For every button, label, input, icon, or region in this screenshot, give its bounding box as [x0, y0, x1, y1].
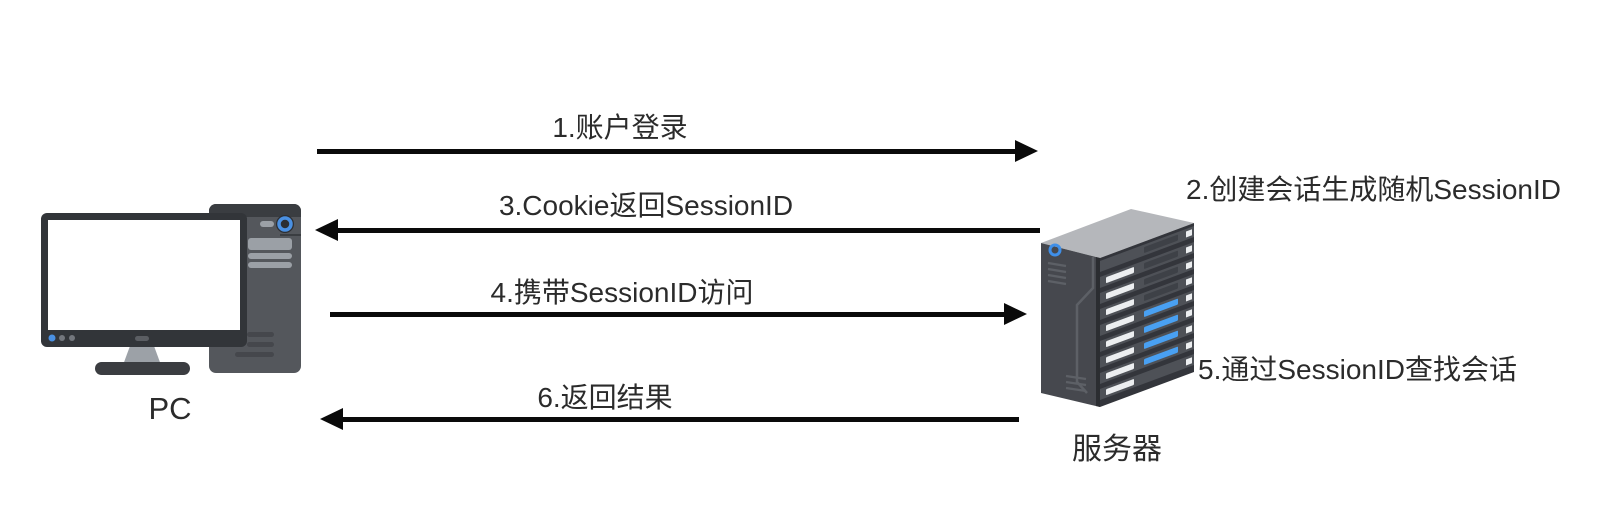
arrow-shaft	[330, 312, 1004, 317]
arrow-shaft	[337, 228, 1040, 233]
arrow-shaft	[343, 417, 1019, 422]
flow-label-account-login: 1.账户登录	[552, 112, 688, 143]
arrow-right-icon	[1004, 303, 1027, 325]
server-rack-icon	[1041, 209, 1194, 407]
flow-label-visit-with-sessionid: 4.携带SessionID访问	[490, 277, 754, 308]
flow-label-return-result: 6.返回结果	[537, 382, 673, 413]
arrow-left-icon	[315, 219, 338, 241]
flow-label-cookie-return-sessionid: 3.Cookie返回SessionID	[498, 190, 794, 221]
pc-node-label: PC	[148, 391, 192, 426]
arrow-right-icon	[1015, 140, 1038, 162]
server-note-create-session: 2.创建会话生成随机SessionID	[1186, 174, 1561, 205]
arrow-left-icon	[320, 408, 343, 430]
desktop-computer-icon	[41, 204, 301, 375]
server-note-lookup-session: 5.通过SessionID查找会话	[1198, 354, 1517, 385]
arrow-shaft	[317, 149, 1017, 154]
server-node-label: 服务器	[1072, 433, 1162, 466]
